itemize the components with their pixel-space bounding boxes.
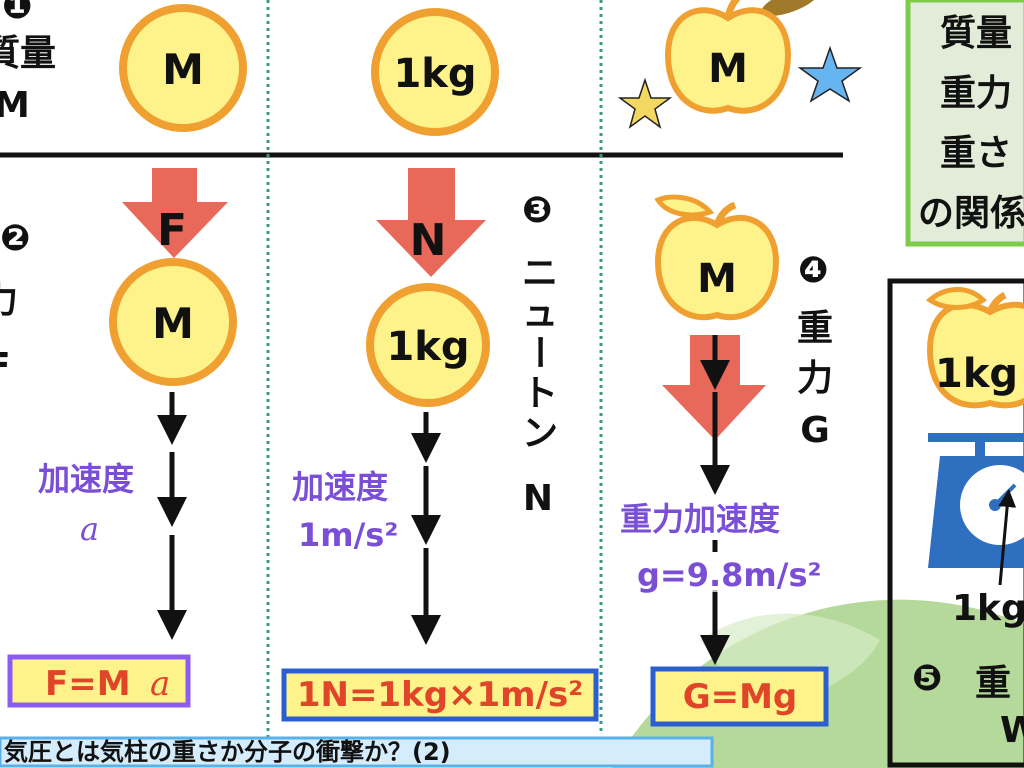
section3-title-vertical: ニ ュ ー ト ン — [518, 253, 559, 454]
mass-ball-m: M — [119, 4, 247, 132]
svg-text:M: M — [152, 299, 194, 348]
acceleration-label-1: 加速度 — [38, 460, 134, 498]
section5-number: ❺ — [912, 658, 942, 699]
apple-m-space: M — [664, 0, 792, 114]
relationship-note-box: 質量 重力 重さ の関係 — [905, 0, 1024, 247]
section4-symbol: G — [800, 410, 830, 451]
svg-text:M: M — [708, 46, 748, 92]
formula-box-f-ma: F=M a — [7, 654, 191, 708]
svg-text:重力: 重力 — [940, 73, 1012, 114]
apple-1kg: 1kg — [925, 287, 1024, 409]
svg-text:ー: ー — [518, 334, 559, 370]
section3-symbol: N — [523, 478, 553, 519]
section2-title: 力 — [0, 280, 18, 321]
svg-text:M: M — [162, 45, 204, 94]
svg-text:1kg: 1kg — [935, 351, 1018, 397]
formula-box-newton: 1N=1kg×1m/s² — [281, 668, 599, 722]
section4-title-char1: 重 — [797, 308, 833, 349]
svg-text:F=M: F=M — [45, 664, 131, 704]
svg-text:ト: ト — [522, 373, 558, 414]
section1-symbol: M — [0, 85, 30, 126]
section1-number: ❶ — [2, 0, 32, 27]
section1-title: 質量 — [0, 33, 56, 74]
svg-text:重さ: 重さ — [940, 133, 1012, 174]
apple-m-falling: M — [654, 194, 780, 321]
section5-title: 重 — [975, 663, 1011, 704]
svg-text:ン: ン — [522, 413, 558, 454]
section2-number: ❷ — [0, 218, 30, 259]
title-banner: 気圧とは気柱の重さか分子の衝撃か？(2) — [0, 736, 714, 768]
mass-ball-1kg: 1kg — [371, 8, 499, 136]
svg-text:1kg: 1kg — [386, 324, 469, 370]
force-arrow-f: F — [122, 168, 228, 258]
svg-text:a: a — [150, 664, 170, 704]
section5-symbol: W — [1000, 710, 1024, 751]
section2-symbol: F — [0, 346, 11, 387]
svg-text:1N=1kg×1m/s²: 1N=1kg×1m/s² — [297, 675, 583, 715]
weight-box — [887, 278, 1024, 768]
svg-text:ニ: ニ — [522, 253, 558, 294]
svg-text:M: M — [697, 256, 737, 302]
mass-ball-1kg-accelerated: 1kg — [366, 283, 490, 407]
section3-number: ❸ — [522, 190, 552, 231]
reading-pointer-arrow — [998, 489, 1017, 586]
svg-text:N: N — [410, 215, 447, 266]
mass-ball-m-accelerated: M — [109, 258, 237, 386]
planet-icon — [761, 0, 819, 16]
acceleration-symbol-a: a — [80, 510, 99, 548]
svg-text:の関係: の関係 — [918, 193, 1024, 234]
svg-text:ュ: ュ — [522, 293, 558, 334]
formula-box-gravity: G=Mg — [650, 666, 829, 727]
svg-text:1kg: 1kg — [393, 51, 476, 97]
acceleration-value-2: 1m/s² — [298, 516, 398, 554]
svg-text:G=Mg: G=Mg — [683, 677, 798, 717]
svg-text:気圧とは気柱の重さか分子の衝撃か？(2): 気圧とは気柱の重さか分子の衝撃か？(2) — [4, 738, 451, 766]
section4-title-char2: 力 — [797, 358, 833, 399]
acceleration-label-2: 加速度 — [292, 468, 388, 506]
force-arrow-n: N — [376, 168, 486, 277]
gravity-acceleration-value: g=9.8m/s² — [637, 556, 822, 594]
gravity-value-bg — [632, 560, 842, 592]
star-yellow-icon — [617, 77, 673, 129]
section4-number: ❹ — [798, 250, 828, 291]
svg-text:F: F — [157, 205, 187, 256]
gravity-acceleration-label: 重力加速度 — [620, 500, 780, 538]
star-blue-icon — [797, 45, 863, 103]
svg-text:質量: 質量 — [940, 13, 1012, 54]
scale-reading: 1kg — [952, 588, 1024, 629]
scale-icon — [928, 433, 1024, 568]
